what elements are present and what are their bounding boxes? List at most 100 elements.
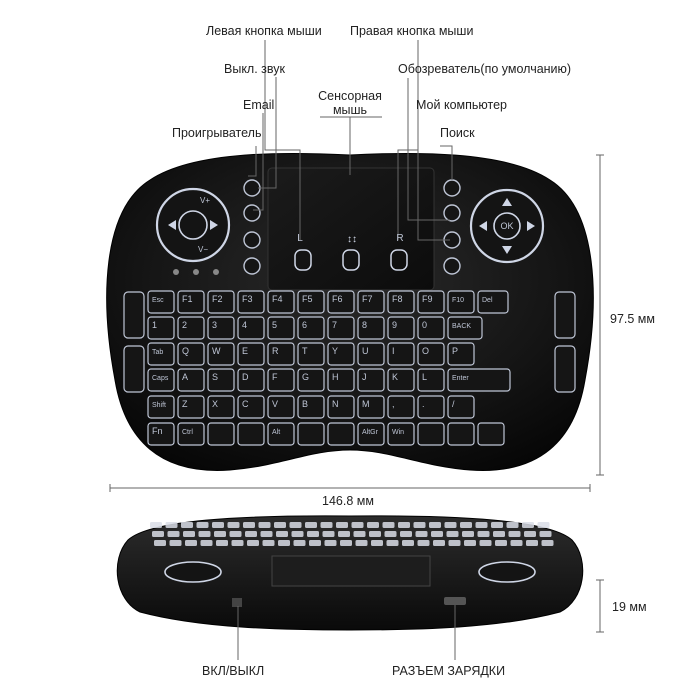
side-key-cap [152,531,164,537]
side-key-cap [293,540,306,546]
side-key-cap [444,522,457,528]
side-key-cap [524,531,536,537]
key [237,342,265,366]
key [387,316,415,340]
key-label: Ctrl [182,429,193,436]
side-key-cap [508,531,521,537]
key [417,422,445,446]
dimension-thickness: 19 мм [612,600,647,614]
function-button [243,257,261,275]
callout-search: Поиск [440,126,475,140]
side-key-cap [522,522,534,528]
key [447,395,475,419]
side-key-cap [402,540,414,546]
side-key-cap [413,522,426,528]
key [147,342,175,366]
key [357,422,385,446]
key [297,316,325,340]
side-key-cap [229,531,242,537]
leader-lines [109,40,604,660]
key [387,342,415,366]
mouse-gesture-icons: ↕↕ [294,234,408,271]
side-key-cap [278,540,290,546]
key-label: 4 [242,320,247,330]
key-label: Q [182,346,189,356]
volume-up-label: V+ [200,196,210,205]
key [327,368,355,392]
key-label: . [422,399,425,409]
power-switch-port [232,598,242,607]
side-key-cap [382,522,395,528]
charging-port [444,597,466,605]
side-key-cap [196,522,209,528]
side-key-cap [307,531,319,537]
key [177,368,205,392]
key-label: AltGr [362,429,379,436]
side-key-cap [320,522,333,528]
key [447,290,475,314]
media-dpad [155,187,231,263]
key-label: Y [332,346,338,356]
left-function-buttons [243,179,261,275]
key-label: Del [482,297,493,304]
key-label: I [392,346,395,356]
key [387,422,415,446]
key [237,290,265,314]
function-button [443,204,461,222]
key [177,342,205,366]
key-label: F10 [452,297,464,304]
key-label: F6 [332,294,343,304]
side-key-cap [185,540,197,546]
side-key-cap [460,522,472,528]
navigation-dpad [469,188,545,264]
key [297,368,325,392]
side-key-cap [415,531,428,537]
key-label: Fn [152,426,163,436]
key [327,290,355,314]
key [417,316,445,340]
side-key-cap [448,540,461,546]
key [177,395,205,419]
key [207,422,235,446]
key-label: H [332,372,339,382]
key [387,368,415,392]
callout-touchpad-line1: Сенсорная [318,89,382,103]
key-label: R [272,346,279,356]
key [207,368,235,392]
side-key-cap [291,531,304,537]
key [357,395,385,419]
side-key-cap [475,522,488,528]
right-function-buttons [443,179,461,275]
key [447,316,483,340]
key [357,316,385,340]
key-label: N [332,399,339,409]
key-label: T [302,346,308,356]
side-key-cap [462,531,474,537]
side-key-cap [276,531,288,537]
side-key-cap [214,531,226,537]
side-key-cap [510,540,523,546]
side-key-cap [479,540,492,546]
key [327,422,355,446]
key-label: Tab [152,349,163,356]
key-label: B [302,399,308,409]
key-label: Win [392,429,404,436]
side-key-cap [400,531,412,537]
key-label: 2 [182,320,187,330]
key [177,290,205,314]
key-label: W [212,346,221,356]
key-label: G [302,372,309,382]
key [237,422,265,446]
side-key-cap [309,540,321,546]
side-key-cap [216,540,228,546]
callout-left-mouse-button: Левая кнопка мыши [206,24,322,38]
key [417,342,445,366]
key [447,368,511,392]
key-label: J [362,372,367,382]
side-key-cap [169,540,182,546]
key-label: K [392,372,398,382]
key-label: P [452,346,458,356]
key-label: F8 [392,294,403,304]
key [327,316,355,340]
